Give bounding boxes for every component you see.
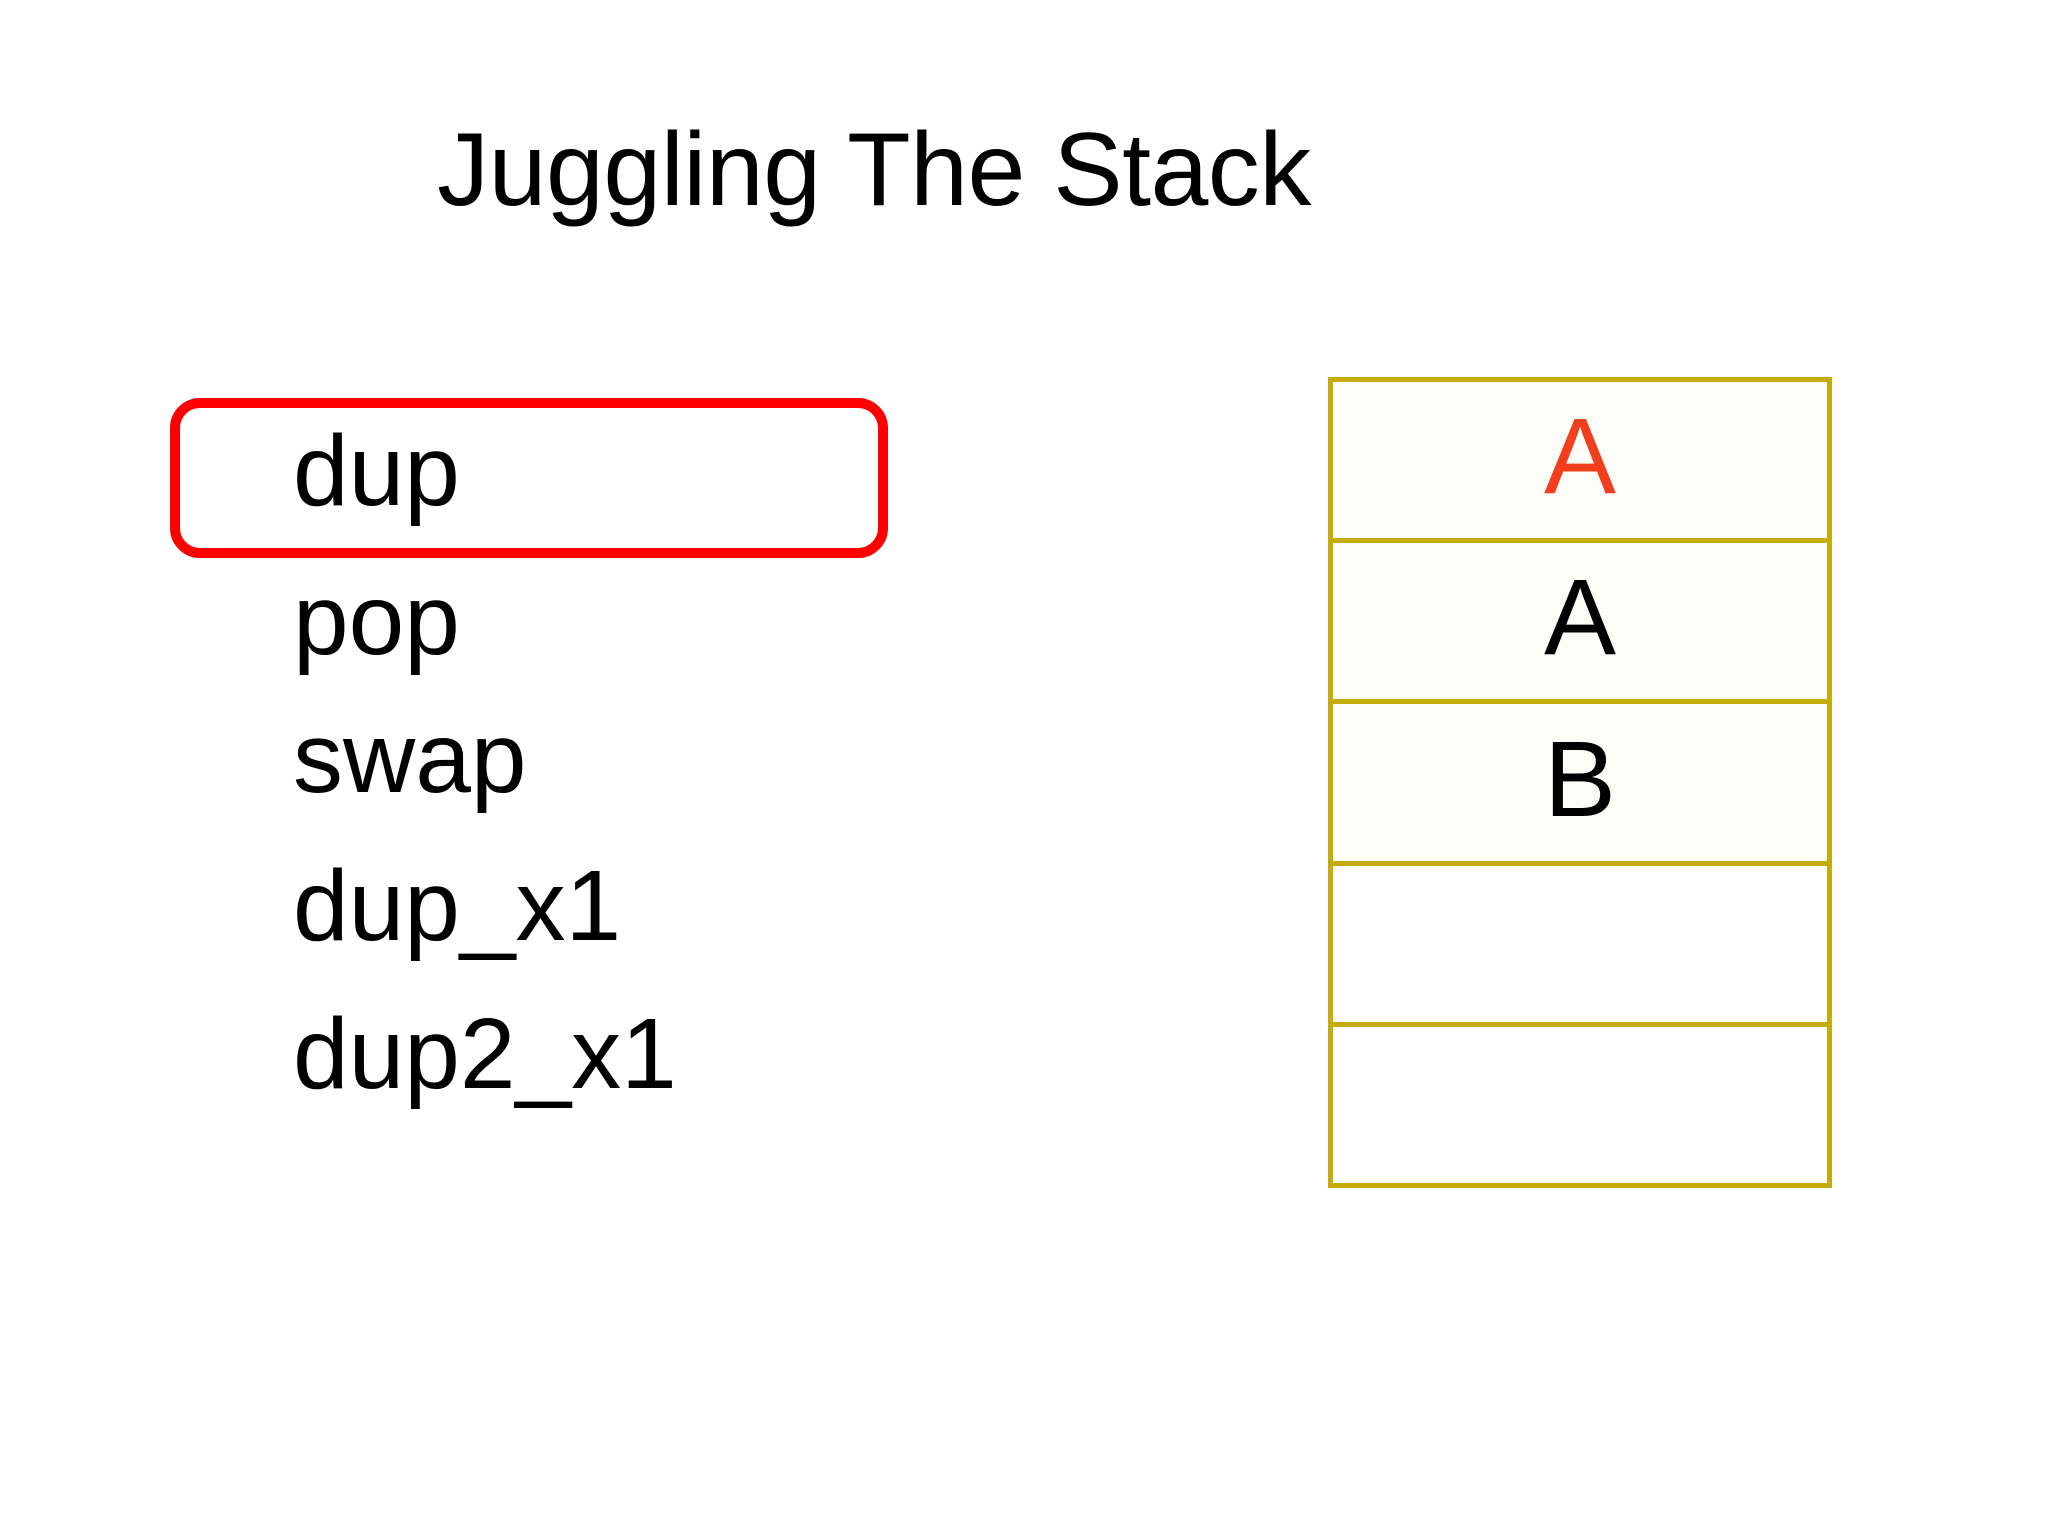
page-title: Juggling The Stack (437, 112, 1311, 228)
stack-cell-0: A (1333, 382, 1827, 544)
operation-item-dup2-x1[interactable]: dup2_x1 (170, 992, 930, 1140)
stack-cell-1: A (1333, 543, 1827, 705)
operation-label: dup2_x1 (293, 998, 677, 1110)
stack-diagram: A A B (1328, 377, 1832, 1188)
stack-cell-value: A (1543, 556, 1617, 678)
operation-item-swap[interactable]: swap (170, 696, 930, 844)
operation-item-dup[interactable]: dup (170, 398, 888, 558)
operation-list: dup pop swap dup_x1 dup2_x1 (170, 398, 930, 1140)
operation-label: pop (293, 564, 460, 676)
stack-cell-3 (1333, 865, 1827, 1027)
stack-cell-value: B (1543, 717, 1617, 839)
operation-label: dup (293, 415, 460, 527)
operation-item-dup-x1[interactable]: dup_x1 (170, 844, 930, 992)
operation-label: swap (293, 702, 527, 814)
operation-label: dup_x1 (293, 850, 622, 962)
operation-item-pop[interactable]: pop (170, 558, 930, 696)
stack-cell-2: B (1333, 704, 1827, 866)
stack-cell-4 (1333, 1026, 1827, 1184)
stack-cell-value: A (1543, 395, 1617, 517)
